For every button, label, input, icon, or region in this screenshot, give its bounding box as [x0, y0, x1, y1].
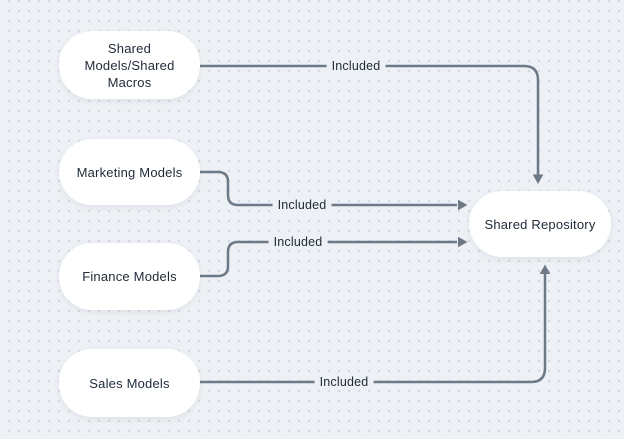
- arrowhead-up-icon: [539, 264, 551, 274]
- node-marketing-models: Marketing Models: [59, 139, 200, 205]
- connector-sales-models-to-repository: [200, 274, 547, 384]
- connector-finance-models-to-repository: [200, 240, 457, 278]
- edge-label-included-marketing: Included: [272, 197, 332, 213]
- node-sales-models: Sales Models: [59, 349, 200, 417]
- node-label: Sales Models: [89, 375, 170, 391]
- arrowhead-right-icon: [458, 199, 468, 211]
- edge-label-included-finance: Included: [268, 234, 328, 250]
- node-label: Shared Models/Shared Macros: [84, 40, 175, 90]
- node-label: Finance Models: [82, 269, 177, 284]
- node-label: Marketing Models: [76, 164, 183, 180]
- node-label: Shared Repository: [484, 216, 596, 232]
- node-shared-repository: Shared Repository: [469, 191, 611, 257]
- node-shared-models-shared-macros: Shared Models/Shared Macros: [59, 31, 200, 99]
- connector-shared-models-to-repository: [200, 64, 540, 175]
- node-finance-models: Finance Models: [59, 243, 200, 310]
- edge-label-included-shared-models: Included: [326, 58, 386, 74]
- arrowhead-down-icon: [532, 174, 544, 184]
- connector-marketing-models-to-repository: [200, 170, 457, 207]
- arrowhead-right-icon: [458, 236, 468, 248]
- edge-label-included-sales: Included: [314, 374, 374, 390]
